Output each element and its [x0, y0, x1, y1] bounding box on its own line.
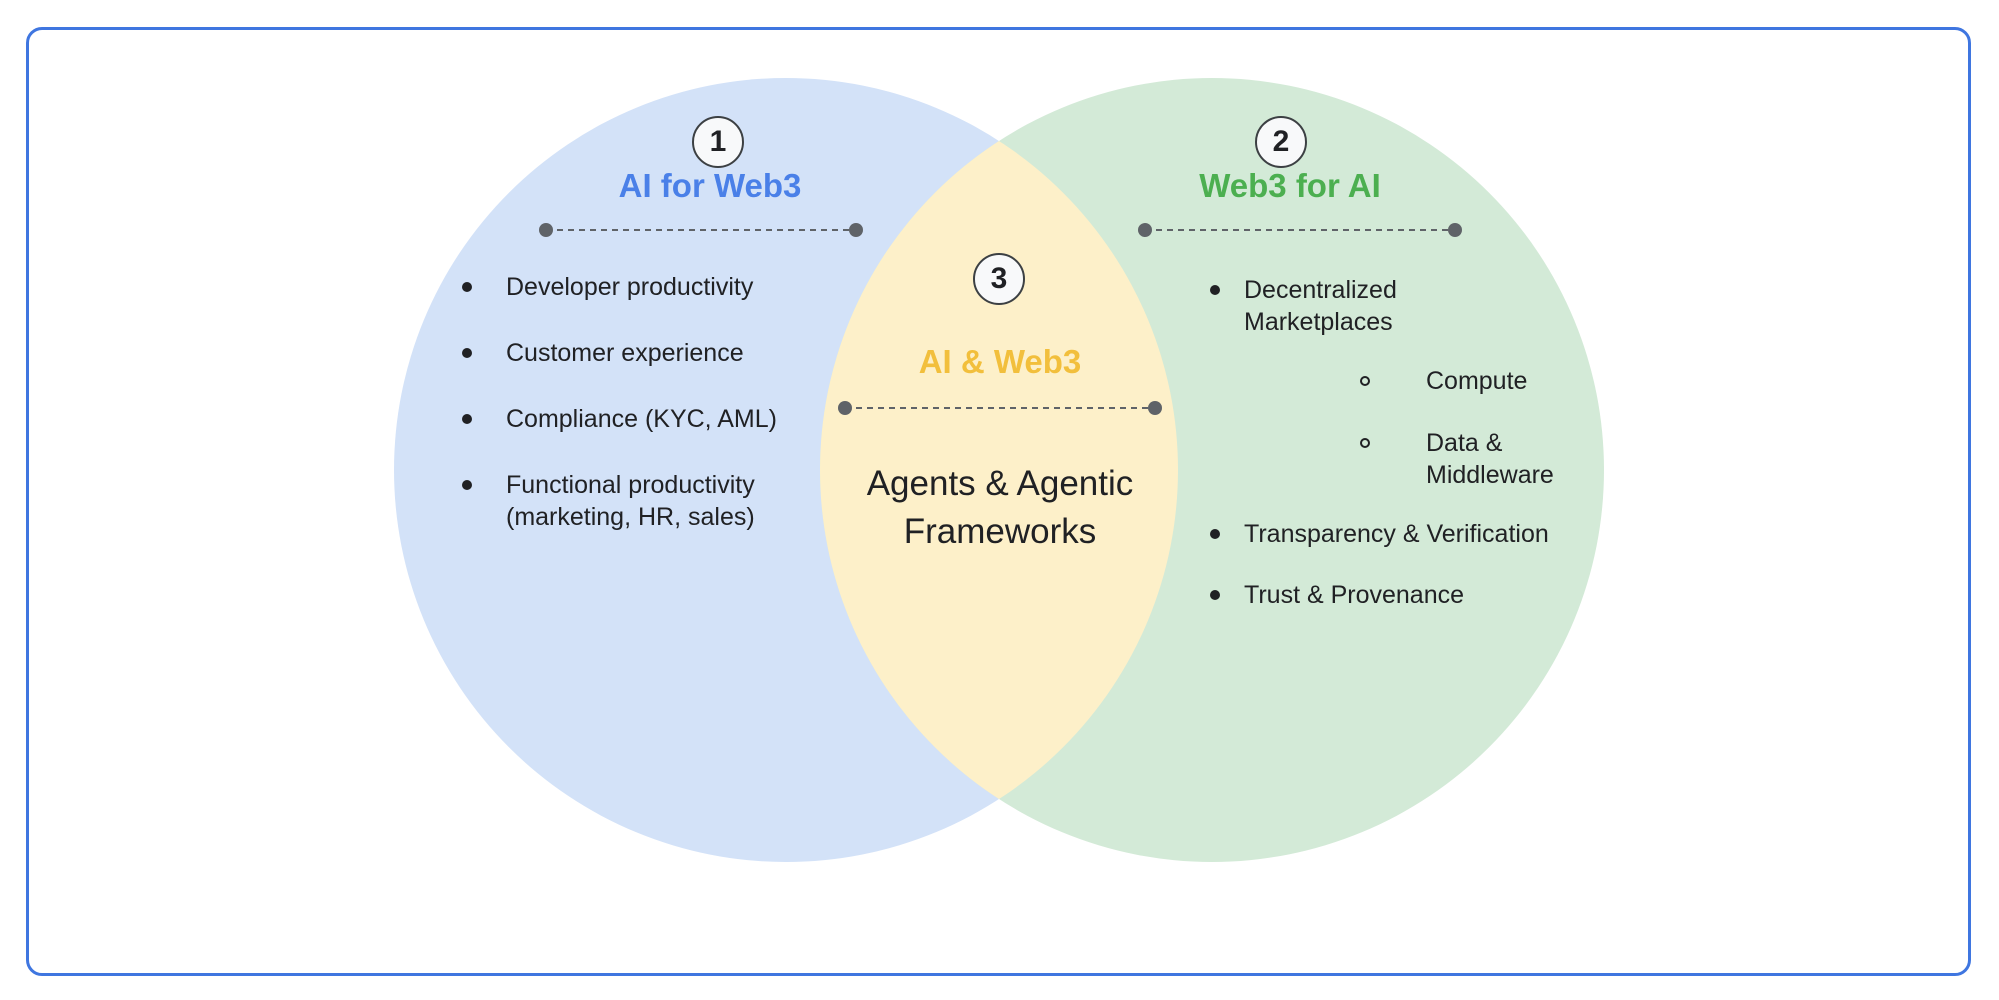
section-3-badge: 3 — [973, 253, 1025, 305]
center-body: Agents & Agentic Frameworks — [866, 464, 1134, 551]
center-title: AI & Web3 — [918, 343, 1082, 380]
left-connector — [539, 223, 863, 237]
diagram-frame — [26, 27, 1971, 976]
section-1-badge: 1 — [692, 116, 744, 168]
left-title: AI for Web3 — [618, 167, 802, 204]
right-connector — [1138, 223, 1462, 237]
center-connector — [838, 401, 1162, 415]
section-2-badge: 2 — [1255, 116, 1307, 168]
right-title: Web3 for AI — [1199, 167, 1381, 204]
